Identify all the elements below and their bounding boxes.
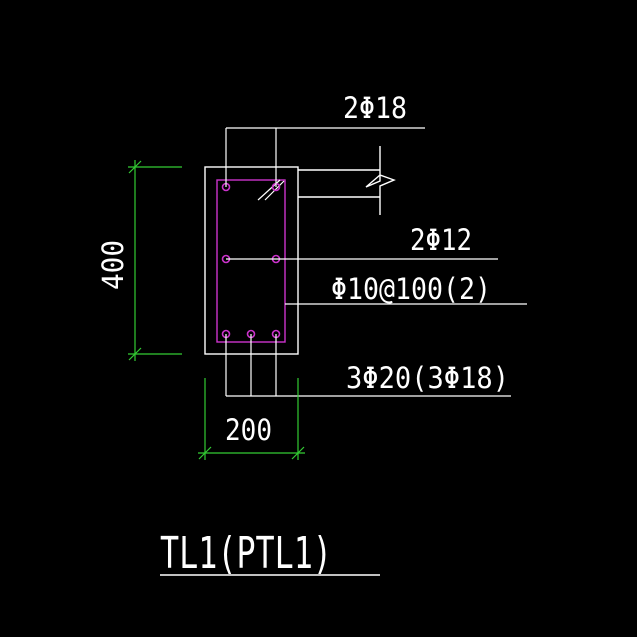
bottom-bars-label: 3Φ20(3Φ18) <box>346 361 509 395</box>
leader-lines <box>225 127 527 397</box>
width-dimension <box>198 378 305 460</box>
top-bars-label: 2Φ18 <box>343 91 407 125</box>
height-dimension-label: 400 <box>96 240 130 290</box>
section-title: TL1(PTL1) <box>160 528 332 579</box>
width-dimension-label: 200 <box>225 413 272 447</box>
height-dimension <box>128 160 182 361</box>
stirrup <box>216 179 286 343</box>
rebars <box>221 182 281 339</box>
break-line <box>365 146 396 215</box>
slab-connection <box>298 146 396 215</box>
beam-outline <box>204 166 299 355</box>
stirrups-label: Φ10@100(2) <box>331 272 491 306</box>
side-bars-label: 2Φ12 <box>410 223 472 257</box>
